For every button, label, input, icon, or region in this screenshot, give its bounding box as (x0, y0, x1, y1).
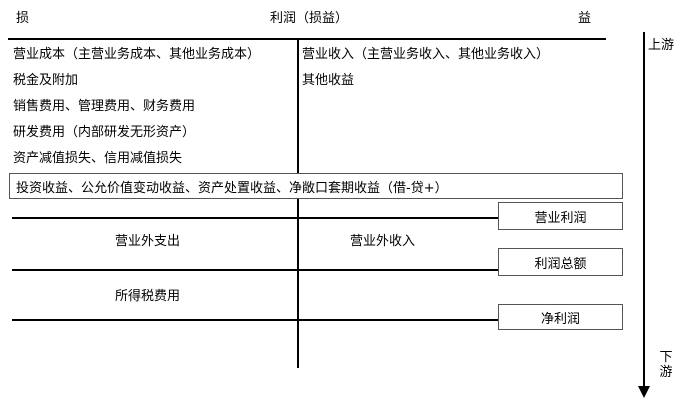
header-profit-title: 利润（损益） (270, 11, 349, 26)
t-account-center-line (297, 38, 299, 368)
debit-item: 销售费用、管理费用、财务费用 (13, 99, 196, 114)
debit-item: 营业成本（主营业务成本、其他业务成本） (13, 47, 261, 62)
operating-profit-box: 营业利润 (498, 202, 623, 230)
debit-item: 税金及附加 (13, 73, 79, 88)
flow-arrow-head (638, 386, 650, 398)
header-loss-label: 损 (16, 11, 30, 26)
credit-item: 营业收入（主营业务收入、其他业务收入） (302, 47, 550, 62)
flow-arrow-shaft (643, 32, 645, 388)
total-profit-box: 利润总额 (498, 248, 623, 276)
investment-income-text: 投资收益、公允价值变动收益、资产处置收益、净敞口套期收益（借-贷+） (16, 180, 448, 196)
downstream-label: 下游 (659, 350, 673, 380)
operating-profit-line (12, 217, 500, 219)
non-operating-income: 营业外收入 (350, 234, 416, 249)
total-profit-label: 利润总额 (534, 256, 587, 272)
upstream-label: 上游 (648, 38, 675, 53)
total-profit-line (12, 269, 500, 271)
debit-item: 资产减值损失、信用减值损失 (13, 151, 183, 166)
net-profit-line (12, 319, 500, 321)
header-gain-label: 益 (578, 11, 592, 26)
net-profit-label: 净利润 (540, 311, 580, 327)
t-account-top-line (8, 38, 606, 40)
non-operating-expense: 营业外支出 (115, 234, 181, 249)
credit-item: 其他收益 (302, 73, 355, 88)
operating-profit-label: 营业利润 (534, 210, 587, 226)
income-tax-expense: 所得税费用 (115, 289, 181, 304)
investment-income-box: 投资收益、公允价值变动收益、资产处置收益、净敞口套期收益（借-贷+） (9, 173, 623, 199)
debit-item: 研发费用（内部研发无形资产） (13, 125, 196, 140)
net-profit-box: 净利润 (498, 304, 623, 330)
